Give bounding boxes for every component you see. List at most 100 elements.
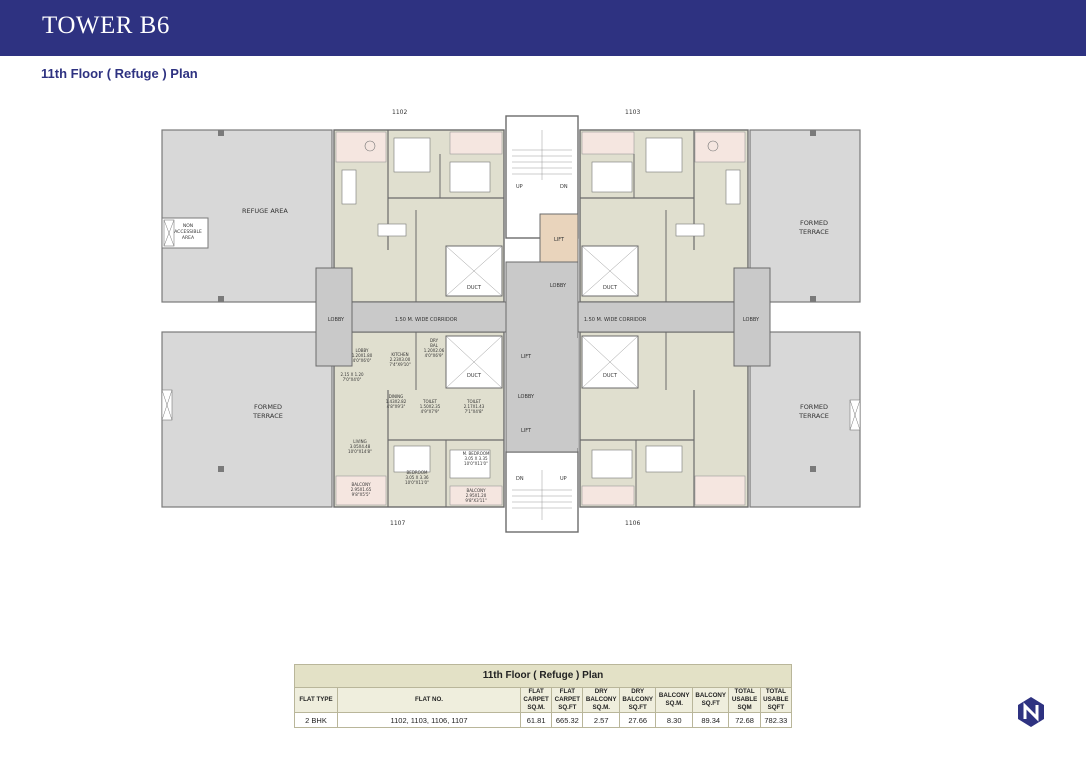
table-row: 2 BHK 1102, 1103, 1106, 1107 61.81 665.3…: [294, 712, 793, 728]
flat-number-1107: 1107: [390, 520, 405, 527]
room-bedroom-label: BEDROOM: [407, 470, 428, 475]
lift-label-2: LIFT: [521, 354, 532, 360]
room-kitchen-size: 2.23X3.00: [390, 357, 411, 362]
stair-up-label-bottom: UP: [560, 476, 567, 482]
corridor-label-left: 1.50 M. WIDE CORRIDOR: [395, 317, 458, 323]
room-lobby-size-ft: 4'0"X6'0": [353, 358, 372, 363]
plan-subtitle: 11th Floor ( Refuge ) Plan: [41, 66, 198, 81]
area-table-caption: 11th Floor ( Refuge ) Plan: [294, 664, 792, 687]
room-dry-label-2: BAL: [430, 343, 438, 348]
furniture: [341, 137, 741, 479]
developer-logo: [1016, 695, 1046, 729]
header-flat-no: FLAT NO.: [337, 687, 521, 713]
room-balcony2-label: BALCONY: [466, 488, 486, 493]
room-dining-label: DINING: [389, 394, 404, 399]
room-toilet-label: TOILET: [422, 399, 438, 404]
area-table: 11th Floor ( Refuge ) Plan FLAT TYPE FLA…: [294, 664, 793, 728]
room-dry-size: 1.20X2.06: [424, 348, 445, 353]
flat-number-1106: 1106: [625, 520, 640, 527]
stair-dn-label-bottom: DN: [516, 476, 524, 482]
formed-terrace-label-ne-2: TERRACE: [798, 228, 829, 236]
cell-dry-sqft: 27.66: [618, 712, 657, 728]
room-dining-size: 1.43X2.82: [386, 399, 407, 404]
room-balcony2-size-ft: 9'8"X3'11": [465, 498, 487, 503]
room-bedroom-size: 3.05 X 3.36: [405, 475, 429, 480]
floor-plan: 1102 1103 1107 1106 REFUGE AREA NON ACCE…: [150, 100, 880, 540]
room-dry-label: DRY: [430, 338, 439, 343]
corridor-label-right: 1.50 M. WIDE CORRIDOR: [584, 317, 647, 323]
room-lobby-size: 1.20X1.80: [352, 353, 373, 358]
non-accessible-label-3: AREA: [182, 235, 195, 241]
room-toilet2-size-ft: 7'1"X4'8": [465, 409, 484, 414]
room-kitchen-label: KITCHEN: [391, 352, 408, 357]
room-toilet2-size: 2.17X1.43: [464, 404, 485, 409]
cell-usable-sqm: 72.68: [728, 712, 761, 728]
terrace-blocks: [161, 129, 861, 508]
cell-flat-no: 1102, 1103, 1106, 1107: [337, 712, 521, 728]
floor-plan-drawing: 1102 1103 1107 1106 REFUGE AREA NON ACCE…: [161, 109, 861, 533]
duct-label-3: DUCT: [467, 373, 482, 379]
room-passage-size: 2.15 X 1.20: [340, 372, 364, 377]
lobby-label-left: LOBBY: [328, 317, 345, 323]
formed-terrace-label-ne: FORMED: [800, 219, 828, 227]
room-living-size-ft: 10'0"X14'8": [348, 449, 372, 454]
cell-usable-sqft: 782.33: [759, 712, 793, 728]
page-header: TOWER B6: [0, 0, 1086, 56]
room-lobby-label: LOBBY: [356, 348, 370, 353]
duct-label-4: DUCT: [603, 373, 618, 379]
lift-label-1: LIFT: [554, 237, 565, 243]
duct-label-1: DUCT: [467, 285, 482, 291]
refuge-area-label: REFUGE AREA: [242, 207, 288, 215]
room-bedroom-size-ft: 10'0"X11'0": [405, 480, 429, 485]
cell-balcony-sqft: 89.34: [691, 712, 730, 728]
lobby-label-right: LOBBY: [743, 317, 760, 323]
room-passage-size-ft: 7'0"X4'0": [343, 377, 362, 382]
formed-terrace-label-sw-2: TERRACE: [252, 412, 283, 420]
page-title: TOWER B6: [42, 12, 170, 39]
header-flat-type: FLAT TYPE: [294, 687, 338, 713]
corridor: [315, 261, 771, 453]
cell-carpet-sqm: 61.81: [519, 712, 553, 728]
lobby-label-core-bottom: LOBBY: [518, 394, 535, 400]
flat-number-1102: 1102: [392, 109, 407, 116]
room-living-label: LIVING: [353, 439, 366, 444]
lobby-label-core-top: LOBBY: [550, 283, 567, 289]
formed-terrace-label-se-2: TERRACE: [798, 412, 829, 420]
room-balcony-label: BALCONY: [351, 482, 371, 487]
flat-number-1103: 1103: [625, 109, 640, 116]
cell-dry-sqm: 2.57: [582, 712, 620, 728]
room-toilet-size-ft: 4'9"X7'9": [421, 409, 440, 414]
room-balcony2-size: 2.95X1.20: [466, 493, 487, 498]
room-mbed-size: 3.05 X 3.35: [464, 456, 488, 461]
area-table-wrapper: 11th Floor ( Refuge ) Plan FLAT TYPE FLA…: [294, 664, 793, 728]
cell-carpet-sqft: 665.32: [551, 712, 584, 728]
room-mbed-label: M. BEDROOM: [463, 451, 490, 456]
room-dry-size-ft: 4'0"X6'9": [425, 353, 444, 358]
lift-label-3: LIFT: [521, 428, 532, 434]
non-accessible-label-2: ACCESSIBLE: [174, 229, 202, 235]
room-balcony-size: 2.95X1.65: [351, 487, 372, 492]
formed-terrace-label-sw: FORMED: [254, 403, 282, 411]
non-accessible-label-1: NON: [183, 223, 193, 229]
stair-dn-label-top: DN: [560, 184, 568, 190]
room-mbed-size-ft: 10'0"X11'0": [464, 461, 488, 466]
room-toilet2-label: TOILET: [466, 399, 482, 404]
room-living-size: 3.05X4.48: [350, 444, 371, 449]
room-kitchen-size-ft: 7'4"X9'10": [389, 362, 411, 367]
room-dining-size-ft: 4'8"X9'3": [387, 404, 406, 409]
room-toilet-size: 1.50X2.35: [420, 404, 441, 409]
formed-terrace-label-se: FORMED: [800, 403, 828, 411]
stair-up-label-top: UP: [516, 184, 523, 190]
cell-balcony-sqm: 8.30: [655, 712, 693, 728]
flat-units: [333, 129, 749, 508]
room-balcony-size-ft: 9'8"X5'5": [352, 492, 371, 497]
